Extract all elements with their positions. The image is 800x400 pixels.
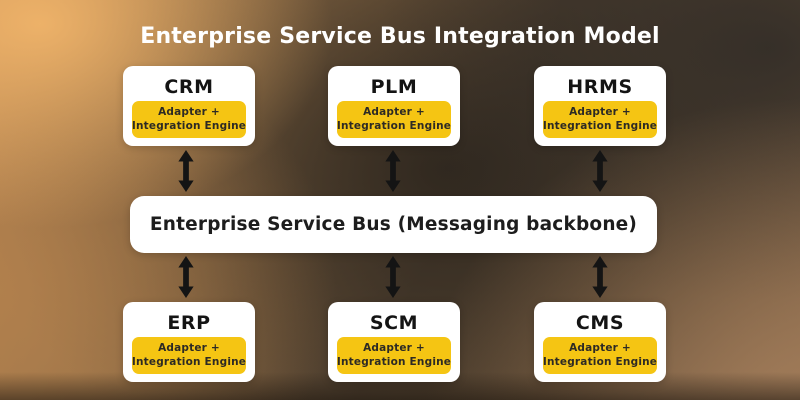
adapter-badge-line2: Integration Engine xyxy=(131,119,247,132)
app-name-erp: ERP xyxy=(167,312,211,334)
adapter-badge: Adapter + Integration Engine xyxy=(337,337,451,374)
adapter-badge-line1: Adapter + xyxy=(158,341,220,354)
adapter-badge-line2: Integration Engine xyxy=(542,355,658,368)
app-box-hrms: HRMS Adapter + Integration Engine xyxy=(534,66,666,146)
app-name-crm: CRM xyxy=(164,76,214,98)
service-bus-label: Enterprise Service Bus (Messaging backbo… xyxy=(149,214,638,235)
adapter-badge: Adapter + Integration Engine xyxy=(132,337,246,374)
adapter-badge-line1: Adapter + xyxy=(363,341,425,354)
app-box-erp: ERP Adapter + Integration Engine xyxy=(123,302,255,382)
adapter-badge-line1: Adapter + xyxy=(363,105,425,118)
double-arrow-icon xyxy=(381,256,405,298)
adapter-badge-line1: Adapter + xyxy=(158,105,220,118)
service-bus-bar: Enterprise Service Bus (Messaging backbo… xyxy=(130,196,657,253)
app-name-cms: CMS xyxy=(575,312,625,334)
adapter-badge-line2: Integration Engine xyxy=(336,119,452,132)
app-box-plm: PLM Adapter + Integration Engine xyxy=(328,66,460,146)
adapter-badge-line1: Adapter + xyxy=(569,105,631,118)
adapter-badge-line2: Integration Engine xyxy=(542,119,658,132)
adapter-badge: Adapter + Integration Engine xyxy=(337,101,451,138)
double-arrow-icon xyxy=(174,150,198,192)
adapter-badge: Adapter + Integration Engine xyxy=(132,101,246,138)
double-arrow-icon xyxy=(588,256,612,298)
double-arrow-icon xyxy=(174,256,198,298)
app-name-hrms: HRMS xyxy=(567,76,633,98)
adapter-badge-line2: Integration Engine xyxy=(336,355,452,368)
adapter-badge: Adapter + Integration Engine xyxy=(543,101,657,138)
adapter-badge-line1: Adapter + xyxy=(569,341,631,354)
adapter-badge-line2: Integration Engine xyxy=(131,355,247,368)
double-arrow-icon xyxy=(588,150,612,192)
app-box-cms: CMS Adapter + Integration Engine xyxy=(534,302,666,382)
app-name-plm: PLM xyxy=(370,76,418,98)
app-name-scm: SCM xyxy=(369,312,419,334)
diagram-title: Enterprise Service Bus Integration Model xyxy=(140,24,660,49)
double-arrow-icon xyxy=(381,150,405,192)
app-box-scm: SCM Adapter + Integration Engine xyxy=(328,302,460,382)
adapter-badge: Adapter + Integration Engine xyxy=(543,337,657,374)
app-box-crm: CRM Adapter + Integration Engine xyxy=(123,66,255,146)
